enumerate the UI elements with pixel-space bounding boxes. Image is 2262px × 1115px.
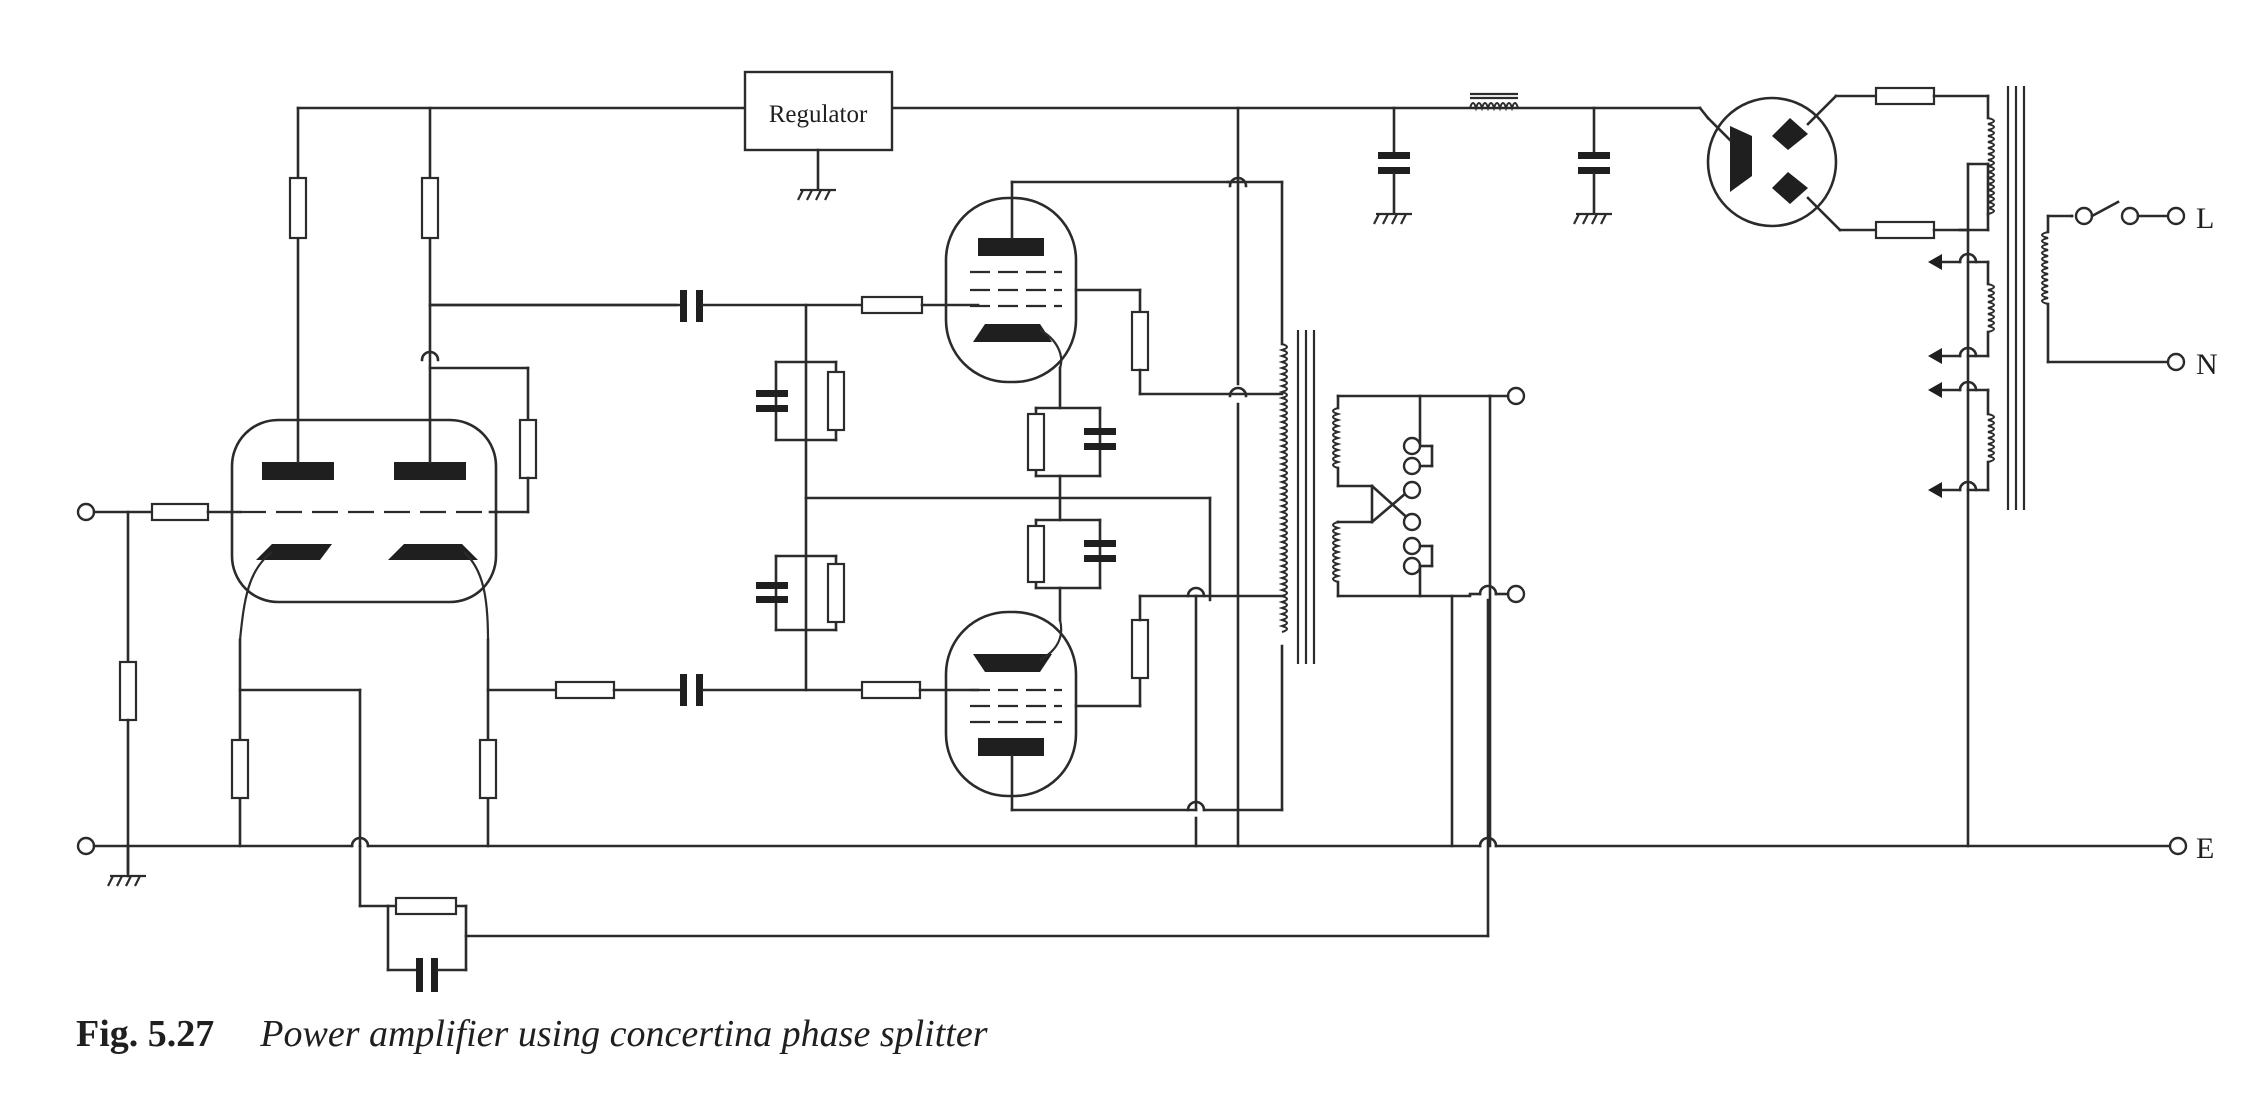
resistor [230, 738, 250, 800]
resistor [288, 176, 308, 240]
grid-rc-network [756, 554, 846, 632]
rectifier-valve [1706, 96, 1838, 228]
input-earth-terminal [76, 836, 96, 856]
figure-number: Fig. 5.27 [76, 1013, 215, 1055]
switch-contact [2120, 206, 2140, 226]
resistor [150, 502, 210, 522]
neutral-terminal [2166, 352, 2186, 372]
figure-title: Power amplifier using concertina phase s… [260, 1013, 988, 1055]
resistor [860, 680, 922, 700]
ht-rail [296, 106, 1702, 422]
mains-input: L N [2046, 200, 2218, 381]
earth-terminal [2168, 836, 2188, 856]
resistor [394, 896, 458, 916]
resistor [1130, 310, 1150, 372]
output-transformer [1278, 330, 1342, 664]
resistor [554, 680, 616, 700]
output-terminal [1506, 386, 1526, 406]
heater-windings [1928, 162, 1990, 848]
grid-rc-network [756, 360, 846, 442]
live-terminal-label: L [2196, 202, 2214, 235]
mains-transformer [1987, 86, 2049, 510]
resistor [478, 738, 498, 800]
resistor [420, 176, 440, 240]
smoothing-capacitor [1573, 106, 1612, 225]
regulator-label: Regulator [769, 101, 868, 128]
cathode-rc-network [1026, 518, 1116, 590]
regulator-block: Regulator [743, 70, 894, 190]
switch-contact [2074, 206, 2094, 226]
figure-caption: Fig. 5.27 Power amplifier using concertin… [76, 1012, 988, 1056]
choke [1469, 92, 1519, 112]
smoothing-capacitor [1373, 106, 1412, 225]
resistor [860, 295, 924, 315]
double-triode-valve [230, 418, 498, 641]
earth-terminal-label: E [2196, 832, 2214, 865]
input-terminal [76, 502, 96, 522]
output-terminal [1506, 584, 1526, 604]
resistor [518, 418, 538, 480]
resistor [1874, 220, 1936, 240]
neutral-terminal-label: N [2196, 348, 2218, 381]
cathode-rc-network [1026, 406, 1116, 478]
resistor [1130, 618, 1150, 680]
resistor [118, 660, 138, 722]
output-valve-lower [944, 610, 1078, 798]
ground-symbol [107, 874, 146, 887]
resistor [1874, 86, 1936, 106]
secondary-tap-network [1336, 386, 1526, 848]
transformer-primary [1278, 343, 1288, 633]
ground-symbol [797, 188, 836, 201]
live-terminal [2166, 206, 2186, 226]
